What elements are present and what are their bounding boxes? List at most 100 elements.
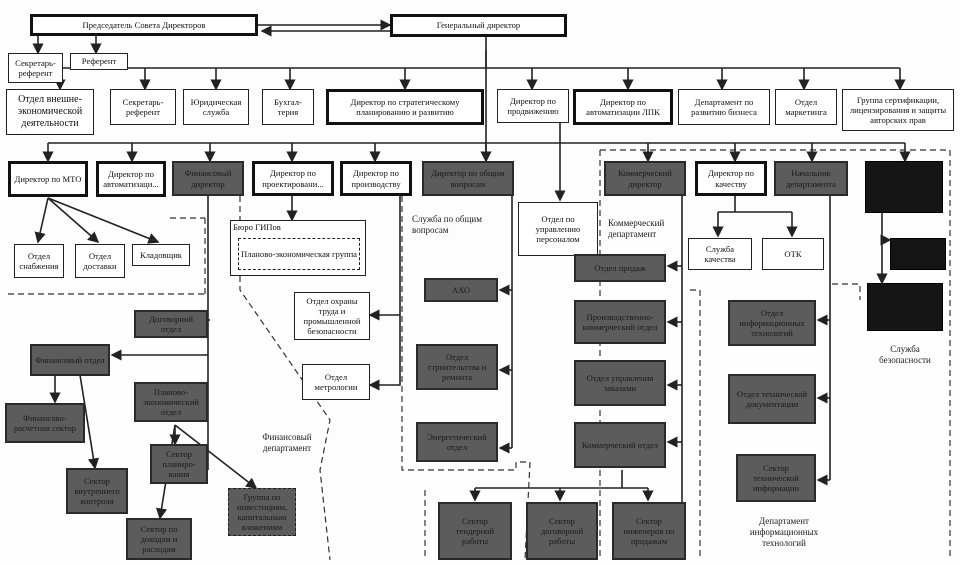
prod-commercial-box: Производственно-коммерческий отдел xyxy=(574,300,666,344)
planning-sector-label: Сектор планиро-вания xyxy=(162,448,196,480)
chairman-label: Председатель Совета Директоров xyxy=(82,19,206,30)
quality-director-label: Директор по качеству xyxy=(708,168,754,189)
security-box-3 xyxy=(867,283,943,331)
mto-director-label: Директор по МТО xyxy=(14,173,82,184)
general-affairs-director-box: Директор по общим вопросам xyxy=(422,161,514,196)
revenue-sector-label: Сектор по доходам и расходам xyxy=(140,523,178,555)
strategy-label: Директор по стратегическому планированию… xyxy=(350,96,460,117)
production-director-box: Директор по производству xyxy=(340,161,412,196)
energy-dept-box: Энергетический отдел xyxy=(416,422,498,462)
fin-settlement-label: Финансово-расчетная сектор xyxy=(13,412,77,433)
revenue-sector-box: Сектор по доходам и расходам xyxy=(126,518,192,560)
hr-dept-label: Отдел по управлению персоналом xyxy=(535,213,581,245)
certification-box: Группа сертификации, лицензирования и за… xyxy=(842,89,954,131)
strategy-box: Директор по стратегическому планированию… xyxy=(326,89,484,125)
internal-control-box: Сектор внутреннего контроля xyxy=(66,468,128,514)
biz-dev-box: Департамент по развитию бизнеса xyxy=(678,89,770,125)
quality-service-label: Служба качества xyxy=(704,243,736,264)
orders-dept-label: Отдел управления заказами xyxy=(586,372,654,393)
it-dept-caption: Департамент информационных технологий xyxy=(749,516,819,548)
tech-docs-dept-label: Отдел технической документации xyxy=(736,388,808,409)
it-dept-box: Отдел информационных технологий xyxy=(728,300,816,346)
mto-director-box: Директор по МТО xyxy=(8,161,88,197)
financial-dept-label: Финансовый отдел xyxy=(35,354,105,365)
dept-head-box: Начальник департамента xyxy=(774,161,848,196)
tender-sector-label: Сектор тендерной работы xyxy=(455,515,495,547)
it-dept-label: Отдел информационных технологий xyxy=(739,307,805,339)
accounting-box: Бухгал-терия xyxy=(262,89,314,125)
automation-lpk-box: Директор по автоматизации ЛПК xyxy=(573,89,673,125)
metrology-dept-label: Отдел метрологии xyxy=(314,371,358,392)
commercial-director-label: Коммерческий директор xyxy=(618,168,672,189)
contracts-dept-label: Договорной отдел xyxy=(149,313,193,334)
internal-control-label: Сектор внутреннего контроля xyxy=(74,475,120,507)
planning-sector-box: Сектор планиро-вания xyxy=(150,444,208,484)
investment-group-box: Группа по инвестициям, капитальным вложе… xyxy=(228,488,296,536)
chairman-box: Председатель Совета Директоров xyxy=(30,14,258,36)
commercial-director-box: Коммерческий директор xyxy=(604,161,686,196)
contract-work-sector-label: Сектор договорной работы xyxy=(540,515,584,547)
sales-engineers-sector-box: Сектор инженеров по продажам xyxy=(612,502,686,560)
otk-box: ОТК xyxy=(762,238,824,270)
safety-dept-box: Отдел охраны труда и промышленной безопа… xyxy=(294,292,370,340)
supply-dept-box: Отдел снабжения xyxy=(14,244,64,278)
ceo-secretary-label: Секретарь-референт xyxy=(122,96,164,117)
referent-label: Референт xyxy=(81,56,117,67)
commercial-dept-caption: Коммерческий департамент xyxy=(608,218,665,239)
planning-econ-box: Планово-экономический отдел xyxy=(134,382,208,422)
supply-dept-label: Отдел снабжения xyxy=(19,250,59,271)
energy-dept-label: Энергетический отдел xyxy=(427,431,487,452)
security-box-1 xyxy=(865,161,943,213)
sales-dept-box: Отдел продаж xyxy=(574,254,666,282)
sales-dept-label: Отдел продаж xyxy=(594,262,646,273)
general-service-caption: Служба по общим вопросам xyxy=(412,214,482,235)
contract-work-sector-box: Сектор договорной работы xyxy=(526,502,598,560)
accounting-label: Бухгал-терия xyxy=(274,96,302,117)
tech-info-sector-label: Сектор технической информации xyxy=(752,462,800,494)
otk-label: ОТК xyxy=(784,248,802,259)
security-caption: Служба безопасности xyxy=(879,344,931,365)
production-director-label: Директор по производству xyxy=(351,168,401,189)
promotion-box: Директор по продвижению xyxy=(497,89,569,123)
delivery-dept-box: Отдел доставки xyxy=(75,244,125,278)
general-affairs-director-label: Директор по общим вопросам xyxy=(431,168,505,189)
biz-dev-label: Департамент по развитию бизнеса xyxy=(691,96,757,117)
promotion-label: Директор по продвижению xyxy=(507,95,559,116)
ceo-box: Генеральный директор xyxy=(390,14,567,37)
gip-bureau-label: Бюро ГИПов xyxy=(233,222,281,232)
metrology-dept-box: Отдел метрологии xyxy=(302,364,370,400)
prod-commercial-label: Производственно-коммерческий отдел xyxy=(582,311,658,332)
chair-secretary-box: Секретарь-референт xyxy=(8,53,63,83)
automation-director-label: Директор по автоматизаци... xyxy=(103,168,159,189)
foreign-econ-label: Отдел внешне-экономической деятельности xyxy=(17,94,83,129)
commercial-dept-label: Коммерческий отдел xyxy=(581,439,659,450)
financial-dept-box: Финансовый отдел xyxy=(30,344,110,376)
quality-director-box: Директор по качеству xyxy=(695,161,767,196)
contracts-dept-box: Договорной отдел xyxy=(134,310,208,338)
storekeeper-label: Кладовщик xyxy=(140,249,182,260)
fin-settlement-box: Финансово-расчетная сектор xyxy=(5,403,85,443)
finance-dept-caption: Финансовый департамент xyxy=(262,432,312,453)
quality-service-box: Служба качества xyxy=(688,238,752,270)
chair-secretary-label: Секретарь-референт xyxy=(15,57,56,78)
automation-lpk-label: Директор по автоматизации ЛПК xyxy=(586,96,660,117)
storekeeper-box: Кладовщик xyxy=(132,244,190,266)
ceo-label: Генеральный директор xyxy=(436,20,521,31)
legal-label: Юридическая служба xyxy=(190,96,242,117)
sales-engineers-sector-label: Сектор инженеров по продажам xyxy=(623,515,675,547)
aho-label: АХО xyxy=(451,284,471,295)
referent-box: Референт xyxy=(70,53,128,70)
tech-docs-dept-box: Отдел технической документации xyxy=(728,374,816,424)
planning-group-box: Планово-экономическая группа xyxy=(238,238,360,270)
automation-director-box: Директор по автоматизаци... xyxy=(96,161,166,197)
design-director-box: Директор по проектировани... xyxy=(252,161,334,196)
planning-econ-label: Планово-экономический отдел xyxy=(142,386,200,418)
design-director-label: Директор по проектировани... xyxy=(262,168,324,189)
finance-director-label: Финансовый директор xyxy=(184,168,232,189)
security-box-2 xyxy=(890,238,946,270)
hr-dept-box: Отдел по управлению персоналом xyxy=(518,202,598,256)
marketing-box: Отдел маркетинга xyxy=(775,89,837,125)
tender-sector-box: Сектор тендерной работы xyxy=(438,502,512,560)
